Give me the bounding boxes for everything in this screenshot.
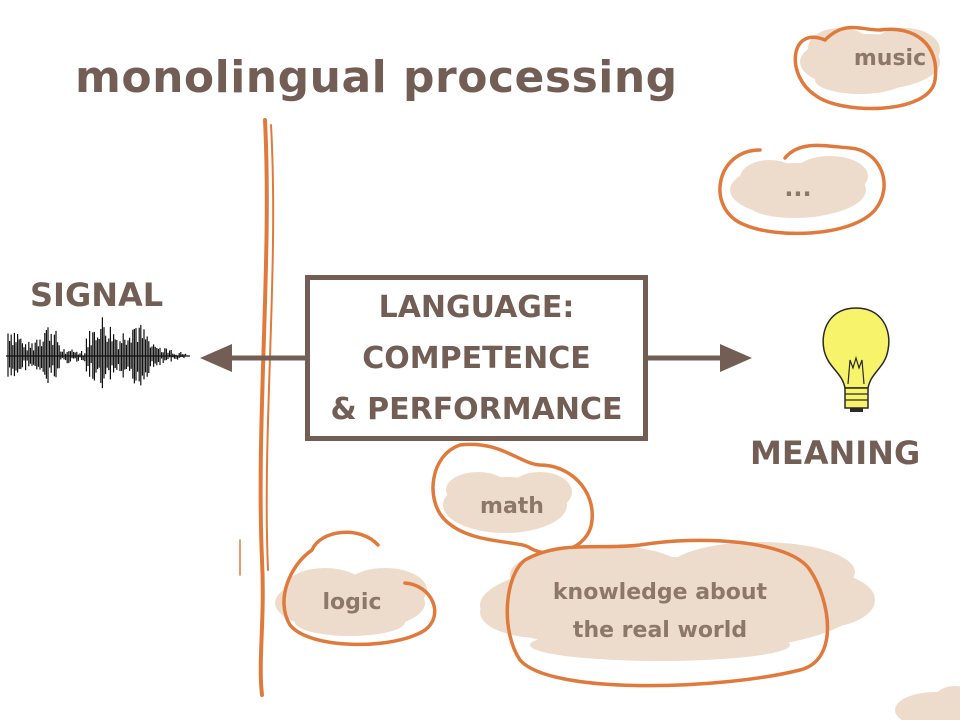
cloud-label-ellipsis: ... — [784, 174, 812, 202]
arrow-to-signal — [200, 344, 305, 372]
cloud-partial-corner — [895, 686, 960, 720]
lightbulb-icon — [822, 307, 890, 412]
cloud-logic — [275, 530, 437, 647]
arrow-to-meaning — [648, 344, 752, 372]
cloud-knowledge — [480, 538, 875, 688]
language-box-line-2: COMPETENCE — [362, 340, 591, 376]
waveform-icon — [6, 317, 190, 389]
language-box-line-3: & PERFORMANCE — [330, 391, 623, 427]
cloud-label-knowledge: knowledge about the real world — [540, 574, 780, 650]
cloud-math — [431, 442, 594, 555]
cloud-ellipsis — [718, 143, 886, 236]
divider-line — [239, 118, 275, 697]
cloud-label-math: math — [480, 494, 544, 519]
language-box-line-1: LANGUAGE: — [378, 289, 575, 325]
page-title: monolingual processing — [75, 52, 678, 103]
knowledge-line-2: the real world — [572, 618, 748, 643]
knowledge-line-1: knowledge about — [552, 580, 768, 605]
cloud-label-logic: logic — [322, 590, 382, 615]
meaning-label: MEANING — [750, 434, 921, 472]
cloud-label-music: music — [853, 46, 927, 71]
language-box: LANGUAGE: COMPETENCE & PERFORMANCE — [305, 275, 648, 441]
signal-label: SIGNAL — [30, 276, 164, 314]
cloud-music — [793, 25, 940, 111]
